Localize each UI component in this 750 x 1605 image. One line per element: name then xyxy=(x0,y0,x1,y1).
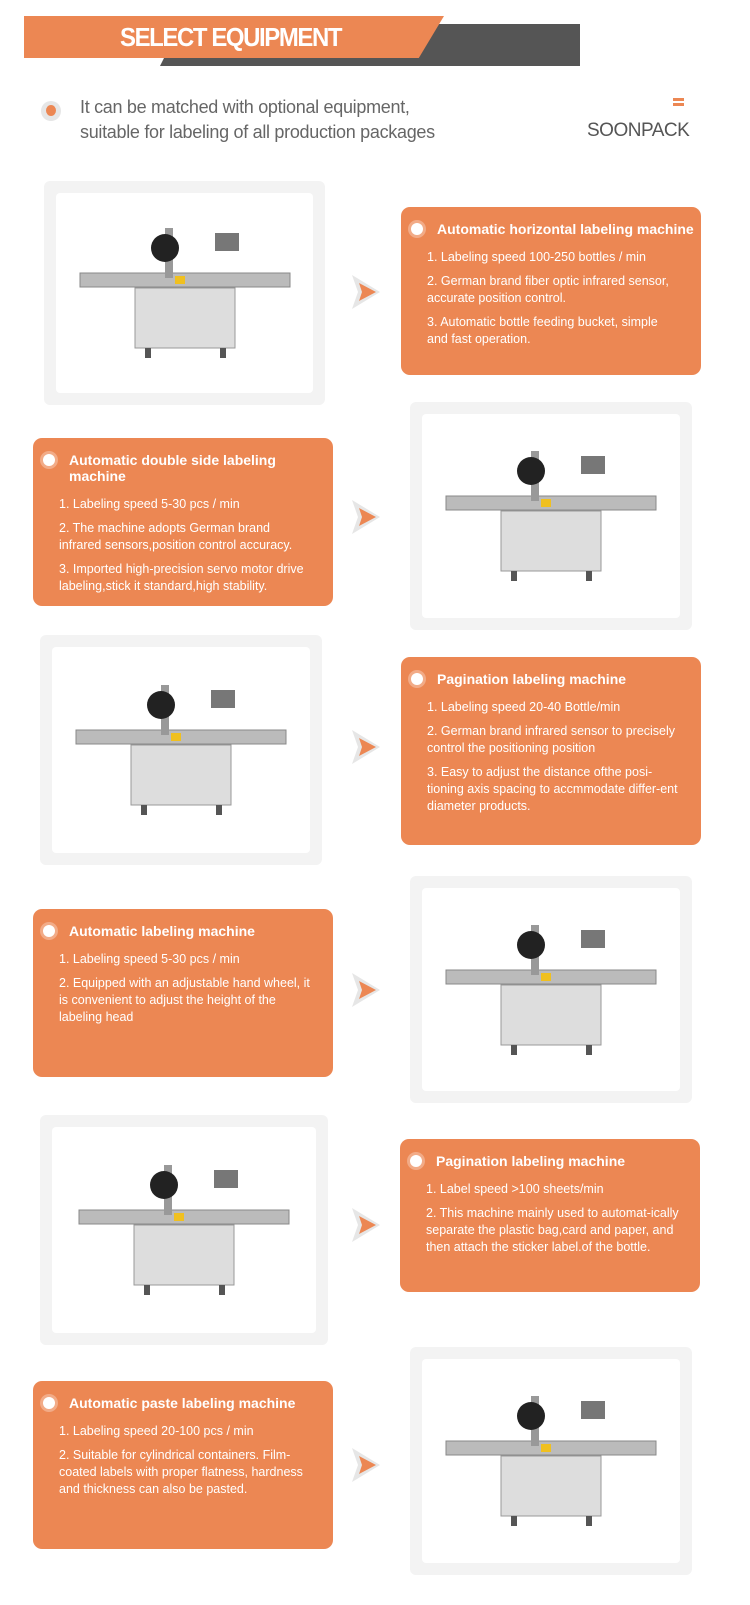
machine-feature: 3. Automatic bottle feeding bucket, simp… xyxy=(427,315,658,346)
machine-feature: 2. German brand fiber optic infrared sen… xyxy=(427,274,669,305)
machine-image-frame xyxy=(44,181,325,405)
machine-feature: 2. Suitable for cylindrical containers. … xyxy=(59,1448,303,1496)
machine-feature: 2. German brand infrared sensor to preci… xyxy=(427,724,676,755)
machine-feature: 1. Labeling speed 20-40 Bottle/min xyxy=(427,700,621,714)
machine-card: Pagination labeling machine 1. Label spee… xyxy=(400,1139,700,1292)
arrow-right-icon xyxy=(352,275,380,309)
machine-image xyxy=(445,924,657,1055)
bullet-icon xyxy=(41,101,61,121)
machine-image xyxy=(445,1396,657,1526)
machine-card: Automatic double side labeling machine 1.… xyxy=(33,438,333,606)
machine-feature: 1. Labeling speed 100-250 bottles / min xyxy=(427,250,646,264)
arrow-right-icon xyxy=(352,1448,380,1482)
machine-image-container xyxy=(52,647,310,853)
machine-title: Pagination labeling machine xyxy=(411,671,701,687)
intro-line: suitable for labeling of all production … xyxy=(80,122,435,142)
machine-image xyxy=(78,1165,290,1295)
brand-mark-icon xyxy=(673,98,684,106)
machine-image-frame xyxy=(40,1115,328,1345)
banner xyxy=(24,16,444,58)
machine-image-container xyxy=(52,1127,316,1333)
machine-feature: 3. Imported high-precision servo motor d… xyxy=(59,562,304,593)
machine-image-container xyxy=(56,193,313,393)
machine-feature: 1. Labeling speed 5-30 pcs / min xyxy=(59,952,240,966)
machine-card: Automatic horizontal labeling machine 1. … xyxy=(401,207,701,375)
machine-card: Automatic labeling machine 1. Labeling sp… xyxy=(33,909,333,1077)
machine-card: Automatic paste labeling machine 1. Label… xyxy=(33,1381,333,1549)
machine-feature: 2. This machine mainly used to automat-i… xyxy=(426,1206,679,1254)
machine-image-frame xyxy=(40,635,322,865)
arrow-right-icon xyxy=(352,1208,380,1242)
machine-image-frame xyxy=(410,876,692,1103)
intro-text: It can be matched with optional equipmen… xyxy=(80,95,435,145)
machine-feature: 2. The machine adopts German brand infra… xyxy=(59,521,293,552)
machine-image xyxy=(79,228,290,358)
machine-title: Pagination labeling machine xyxy=(410,1153,700,1169)
machine-title: Automatic paste labeling machine xyxy=(43,1395,333,1411)
arrow-right-icon xyxy=(352,500,380,534)
machine-feature: 1. Label speed >100 sheets/min xyxy=(426,1182,604,1196)
arrow-right-icon xyxy=(352,730,380,764)
machine-image-frame xyxy=(410,402,692,630)
machine-feature: 1. Labeling speed 5-30 pcs / min xyxy=(59,497,240,511)
page-title: SELECT EQUIPMENT xyxy=(120,22,343,52)
machine-image xyxy=(75,685,287,815)
brand-name: SOONPACK xyxy=(587,120,690,141)
machine-card: Pagination labeling machine 1. Labeling s… xyxy=(401,657,701,845)
machine-title: Automatic labeling machine xyxy=(43,923,333,939)
machine-image-container xyxy=(422,414,680,618)
machine-image-container xyxy=(422,888,680,1091)
machine-image-container xyxy=(422,1359,680,1563)
machine-feature: 2. Equipped with an adjustable hand whee… xyxy=(59,976,310,1024)
machine-feature: 1. Labeling speed 20-100 pcs / min xyxy=(59,1424,254,1438)
machine-image-frame xyxy=(410,1347,692,1575)
machine-image xyxy=(445,451,657,581)
arrow-right-icon xyxy=(352,973,380,1007)
machine-title: Automatic double side labeling machine xyxy=(43,452,333,484)
intro-line: It can be matched with optional equipmen… xyxy=(80,97,410,117)
machine-feature: 3. Easy to adjust the distance ofthe pos… xyxy=(427,765,678,813)
machine-title: Automatic horizontal labeling machine xyxy=(411,221,701,237)
